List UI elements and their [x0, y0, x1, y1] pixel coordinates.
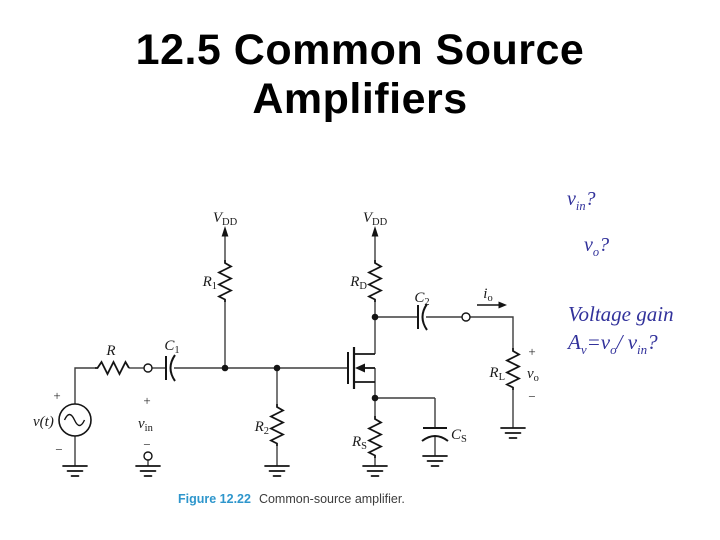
vin-plus-sign: + — [143, 393, 150, 408]
capacitor-c1 — [165, 354, 176, 382]
source-minus-sign: − — [55, 442, 62, 457]
vdd-arrow-left — [221, 226, 229, 237]
resistor-r1 — [218, 259, 232, 303]
voltage-source — [58, 403, 92, 437]
mosfet — [347, 347, 375, 389]
capacitor-cs — [421, 427, 449, 442]
figure-number: Figure 12.22 — [178, 492, 251, 506]
label-vo: vo — [527, 366, 539, 384]
resistor-rd — [368, 259, 382, 303]
io-arrow — [477, 301, 507, 309]
mosfet-arrow — [355, 363, 365, 373]
ground-icon — [264, 465, 290, 477]
vin-ref-terminal — [143, 451, 153, 461]
label-vt: v(t) — [33, 414, 54, 430]
annotation-voltage-gain: Voltage gain Av=vo/ vin? — [568, 301, 674, 358]
annotation-vin-question: vin? — [567, 188, 596, 213]
label-vdd-left: VDD — [213, 210, 238, 228]
figure-caption-text: Common-source amplifier. — [258, 492, 405, 506]
label-rd: RD — [349, 274, 367, 292]
ground-icon — [500, 427, 526, 439]
vin-minus-sign: − — [143, 437, 150, 452]
resistor-r — [94, 361, 130, 375]
junction-dots — [221, 313, 379, 402]
resistor-rs — [368, 415, 382, 459]
label-r: R — [105, 343, 115, 359]
capacitor-c2 — [417, 303, 428, 331]
input-terminal — [143, 363, 153, 373]
label-rs: RS — [351, 434, 367, 452]
annotation-vo-question: vo? — [584, 234, 610, 259]
voltage-gain-label: Voltage gain — [568, 302, 674, 326]
label-r2: R2 — [254, 419, 269, 437]
label-r1: R1 — [202, 274, 217, 292]
source-plus-sign: + — [53, 388, 60, 403]
ground-icon — [362, 465, 388, 477]
page-title-line2: Amplifiers — [252, 75, 468, 124]
vdd-arrow-right — [371, 226, 379, 237]
label-io: io — [483, 286, 492, 304]
ground-icon — [62, 465, 88, 477]
label-cs: CS — [451, 427, 467, 445]
circuit-diagram: VDD VDD R1 RD R2 RS RL R C1 C2 CS v(t) v… — [33, 210, 539, 477]
label-rl: RL — [488, 365, 505, 383]
label-vin: vin — [138, 416, 154, 434]
ground-icon — [135, 465, 161, 477]
resistor-r2 — [270, 403, 284, 447]
terminals — [143, 312, 471, 461]
figure-caption: Figure 12.22 Common-source amplifier. — [178, 492, 405, 506]
label-c2: C2 — [414, 290, 429, 308]
vo-minus-sign: − — [528, 389, 535, 404]
voltage-gain-equation: Av=vo/ vin? — [568, 329, 658, 357]
page-title-line1: 12.5 Common Source — [135, 26, 585, 74]
ground-icon — [422, 455, 448, 467]
page-title: 12.5 Common Source Amplifiers — [0, 26, 720, 124]
wires — [74, 236, 514, 466]
sine-icon — [63, 413, 86, 427]
output-terminal — [461, 312, 471, 322]
label-vdd-right: VDD — [363, 210, 388, 228]
vo-plus-sign: + — [528, 344, 535, 359]
label-c1: C1 — [164, 338, 179, 356]
resistor-rl — [506, 347, 520, 391]
